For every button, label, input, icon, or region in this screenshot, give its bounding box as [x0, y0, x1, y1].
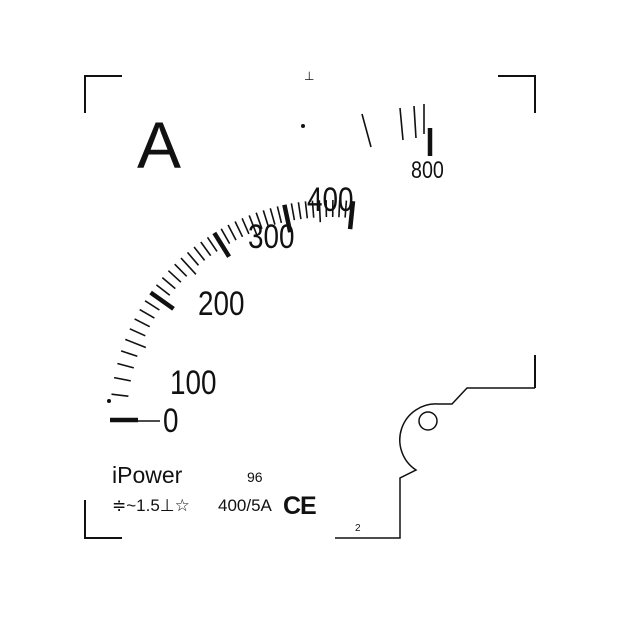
scale-ticks [110, 199, 356, 423]
size-mark: 96 [247, 469, 263, 485]
scale-label-100: 100 [170, 364, 217, 402]
overload-tick [399, 107, 404, 141]
end-dot [301, 124, 305, 128]
scale-minor-tick [113, 376, 131, 382]
scale-minor-tick [174, 263, 188, 277]
brand-logo: iPower [112, 462, 183, 488]
corner-bottom-left [84, 500, 122, 539]
zero-dot [107, 399, 111, 403]
overload-tick [361, 113, 372, 148]
corner-top-right [498, 75, 536, 113]
scale-minor-tick [120, 350, 138, 358]
scale-major-tick [282, 204, 293, 233]
scale-minor-tick [193, 246, 206, 261]
scale-minor-tick [311, 200, 315, 218]
part-number: 2 [355, 523, 361, 534]
mechanism-cutout [335, 387, 535, 539]
scale-minor-tick [111, 393, 129, 397]
scale-minor-tick [129, 328, 146, 337]
cutout-outline [335, 387, 535, 539]
scale-minor-tick [180, 257, 197, 275]
scale-minor-tick [255, 212, 263, 230]
scale-minor-tick [227, 224, 237, 241]
ce-mark: CE [283, 492, 317, 520]
scale-minor-tick [290, 203, 296, 221]
scale-minor-tick [241, 217, 250, 235]
scale-minor-tick [155, 284, 171, 296]
scale-minor-tick [125, 338, 147, 349]
scale-minor-tick [344, 200, 348, 218]
scale-minor-tick [276, 206, 283, 224]
scale-minor-tick [304, 201, 309, 219]
scale-label-800: 800 [411, 157, 444, 184]
scale-minor-tick [269, 208, 276, 225]
scale-major-tick [212, 231, 232, 258]
scale-minor-tick [297, 202, 302, 220]
position-mark: ⊥ [304, 69, 315, 83]
zero-adjust-screw [418, 411, 438, 431]
scale-minor-tick [134, 318, 151, 328]
corner-brackets [84, 75, 536, 539]
scale-label-400: 400 [307, 181, 354, 219]
scale-minor-tick [206, 236, 218, 252]
scale-label-0: 0 [163, 402, 179, 440]
overload-ticks [361, 104, 433, 156]
overload-tick [413, 105, 417, 139]
scale-minor-tick [338, 200, 341, 218]
scale-minor-tick [234, 221, 244, 238]
scale-minor-tick [117, 362, 135, 369]
scale-label-200: 200 [198, 285, 245, 323]
scale-minor-tick [200, 241, 212, 257]
accuracy-spec: ≑~1.5⊥☆ [112, 496, 190, 515]
scale-minor-tick [318, 200, 322, 223]
scale-major-tick [149, 290, 175, 311]
scale-minor-tick [139, 308, 155, 319]
corner-top-left [84, 75, 122, 113]
scale-major-tick [347, 200, 356, 230]
scale-label-300: 300 [248, 218, 295, 256]
scale-minor-tick [262, 210, 270, 227]
scale-minor-tick [167, 270, 182, 283]
ct-ratio: 400/5A [218, 496, 272, 515]
scale-minor-tick [144, 300, 160, 311]
scale-minor-tick [186, 251, 200, 266]
scale-minor-tick [161, 276, 176, 290]
unit-symbol: A [137, 108, 182, 182]
scale-minor-tick [220, 228, 231, 244]
scale-minor-tick [248, 215, 258, 237]
